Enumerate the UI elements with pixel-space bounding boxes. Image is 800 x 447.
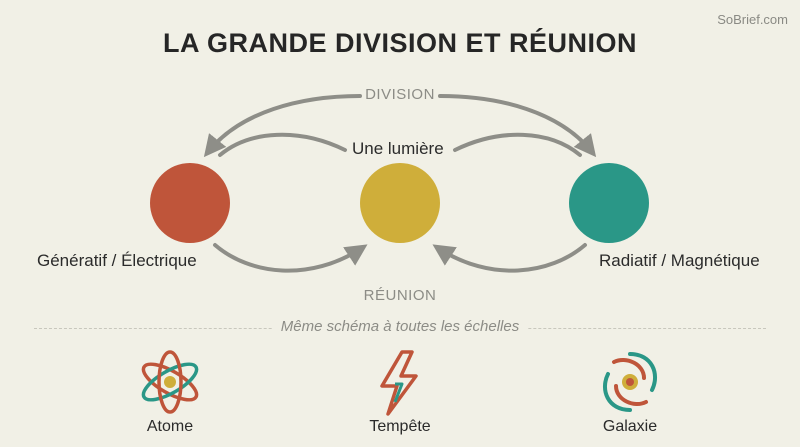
node-radiative — [569, 163, 649, 243]
lightning-icon — [380, 350, 418, 416]
center-arrow-left — [218, 132, 347, 157]
center-arrow-right — [453, 132, 582, 157]
atom-icon — [141, 350, 199, 414]
scale-note-text: Même schéma à toutes les échelles — [272, 318, 528, 335]
example-label-atom: Atome — [146, 418, 194, 435]
page-title: LA GRANDE DIVISION ET RÉUNION — [162, 28, 638, 58]
division-label: DIVISION — [365, 86, 435, 103]
node-light — [360, 163, 440, 243]
watermark: SoBrief.com — [717, 12, 788, 27]
node-radiative-label: Radiatif / Magnétique — [599, 251, 760, 270]
galaxy-icon — [602, 352, 658, 412]
node-light-label: Une lumière — [352, 139, 444, 158]
division-arrow-left — [203, 94, 362, 158]
node-generative — [150, 163, 230, 243]
example-label-storm: Tempête — [369, 418, 431, 435]
reunion-label: RÉUNION — [363, 287, 437, 304]
reunion-arrow-right — [432, 243, 587, 273]
node-generative-label: Génératif / Électrique — [37, 251, 197, 270]
reunion-arrow-left — [213, 243, 368, 273]
example-label-galaxy: Galaxie — [602, 418, 658, 435]
scale-note: Même schéma à toutes les échelles — [0, 318, 800, 336]
division-arrow-right — [438, 94, 597, 158]
